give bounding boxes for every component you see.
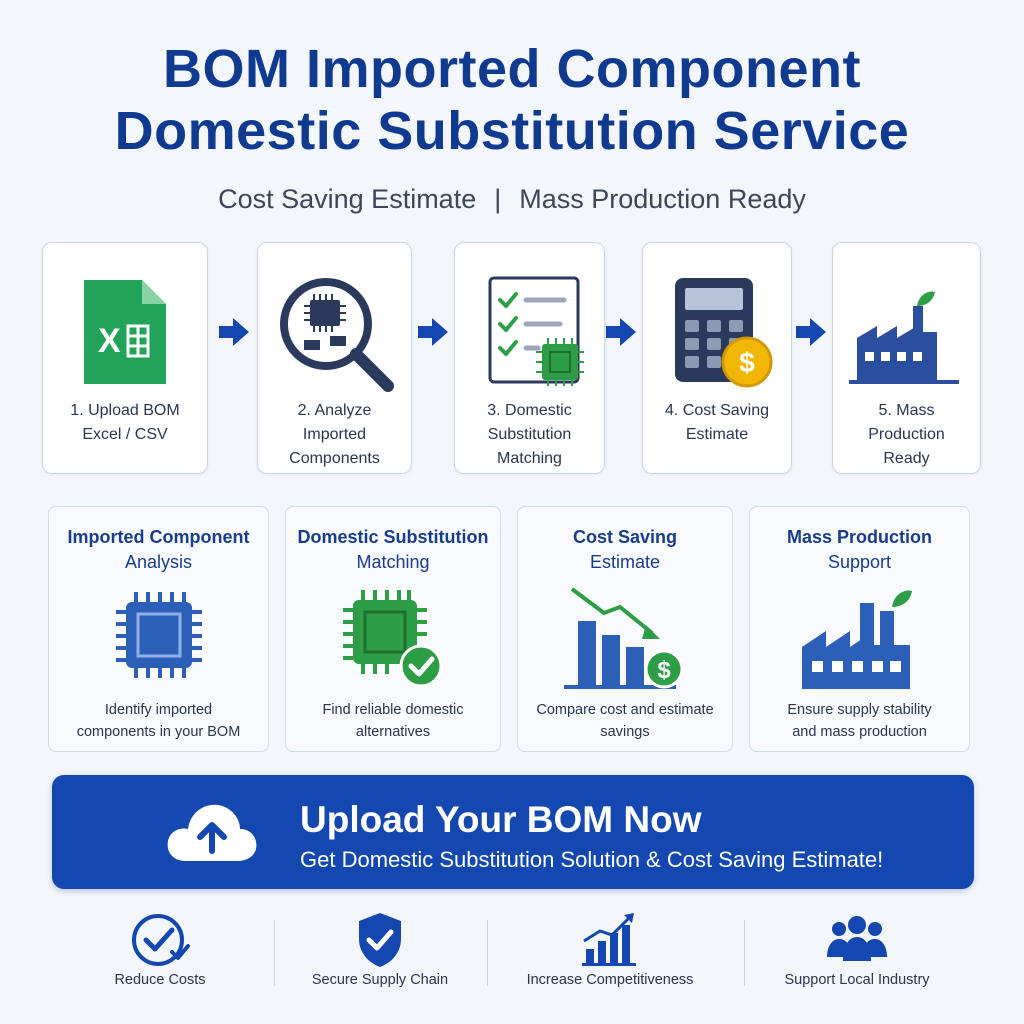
benefits-row: Reduce Costs Secure Supply Chain Increas… xyxy=(0,906,1024,1006)
benefit-label: Reduce Costs xyxy=(114,972,206,988)
feature-title: Domestic Substitution xyxy=(297,527,489,547)
cta-title: Upload Your BOM Now xyxy=(300,799,702,840)
arrow-right-icon xyxy=(219,318,249,346)
divider xyxy=(274,920,275,986)
benefit-label: Secure Supply Chain xyxy=(311,972,449,988)
feature-desc: Ensure supply stability and mass product… xyxy=(787,702,932,740)
benefit-increase-competitiveness: Increase Competitiveness xyxy=(510,906,710,1002)
subtitle-left: Cost Saving Estimate xyxy=(218,184,477,214)
page-title: BOM Imported Component Domestic Substitu… xyxy=(0,38,1024,162)
chip-check-icon xyxy=(286,585,500,695)
process-steps: X 1. Upload BOM Excel / CSV xyxy=(0,242,1024,474)
step-substitution-matching[interactable]: 3. Domestic Substitution Matching xyxy=(454,242,605,474)
people-icon xyxy=(772,910,942,970)
feature-title: Mass Production xyxy=(786,527,933,547)
feature-desc: Identify imported components in your BOM xyxy=(76,702,241,740)
benefit-reduce-costs: Reduce Costs xyxy=(80,906,240,1002)
feature-subtitle: Support xyxy=(827,552,892,572)
feature-cards: Imported Component Analysis Identify imp… xyxy=(0,506,1024,752)
upload-bom-button[interactable]: Upload Your BOM Now Get Domestic Substit… xyxy=(52,775,974,889)
feature-desc: Find reliable domestic alternatives xyxy=(322,702,464,740)
page-subtitle: Cost Saving Estimate | Mass Production Rea… xyxy=(0,184,1024,215)
step-label: 3. Domestic Substitution Matching xyxy=(487,402,572,467)
magnifier-chip-icon xyxy=(258,267,411,397)
step-mass-production[interactable]: 5. Mass Production Ready xyxy=(832,242,981,474)
shield-check-icon xyxy=(290,910,470,970)
cost-down-chart-icon: $ xyxy=(518,585,732,695)
title-line-1: BOM Imported Component xyxy=(163,39,861,99)
step-cost-saving-estimate[interactable]: $ 4. Cost Saving Estimate xyxy=(642,242,792,474)
arrow-right-icon xyxy=(606,318,636,346)
feature-card-analysis[interactable]: Imported Component Analysis Identify imp… xyxy=(48,506,269,752)
feature-card-cost-saving[interactable]: Cost Saving Estimate $ Compare cost and … xyxy=(517,506,733,752)
excel-file-icon: X xyxy=(43,267,207,397)
subtitle-separator: | xyxy=(494,184,502,214)
feature-subtitle: Matching xyxy=(356,552,430,572)
step-label: 4. Cost Saving Estimate xyxy=(664,402,770,443)
svg-text:$: $ xyxy=(657,657,671,684)
step-upload-bom[interactable]: X 1. Upload BOM Excel / CSV xyxy=(42,242,208,474)
cta-subtitle: Get Domestic Substitution Solution & Cos… xyxy=(300,847,884,872)
subtitle-right: Mass Production Ready xyxy=(519,184,806,214)
calculator-coin-icon: $ xyxy=(643,267,791,397)
feature-desc: Compare cost and estimate savings xyxy=(536,702,714,740)
step-label: 5. Mass Production Ready xyxy=(868,402,945,467)
divider xyxy=(744,920,745,986)
feature-card-matching[interactable]: Domestic Substitution Matching Find reli… xyxy=(285,506,501,752)
step-analyze-components[interactable]: 2. Analyze Imported Components xyxy=(257,242,412,474)
feature-subtitle: Estimate xyxy=(589,552,661,572)
feature-title: Cost Saving xyxy=(572,527,678,547)
chip-icon xyxy=(49,585,268,695)
cloud-upload-icon xyxy=(167,804,257,861)
step-label: 1. Upload BOM Excel / CSV xyxy=(70,402,180,443)
divider xyxy=(487,920,488,986)
benefit-label: Support Local Industry xyxy=(784,972,930,988)
factory-icon xyxy=(750,585,969,695)
feature-title: Imported Component xyxy=(67,527,250,547)
factory-icon xyxy=(833,267,980,397)
checklist-chip-icon xyxy=(455,267,604,397)
benefit-support-local-industry: Support Local Industry xyxy=(772,906,942,1002)
feature-card-mass-production[interactable]: Mass Production Support Ensure supply st… xyxy=(749,506,970,752)
arrow-right-icon xyxy=(796,318,826,346)
benefit-secure-supply-chain: Secure Supply Chain xyxy=(290,906,470,1002)
title-line-2: Domestic Substitution Service xyxy=(114,101,910,161)
growth-chart-icon xyxy=(510,910,710,970)
benefit-label: Increase Competitiveness xyxy=(526,972,694,988)
check-badge-icon xyxy=(80,910,240,970)
arrow-right-icon xyxy=(418,318,448,346)
feature-subtitle: Analysis xyxy=(124,552,193,572)
svg-text:X: X xyxy=(98,322,121,360)
svg-text:$: $ xyxy=(739,347,755,378)
step-label: 2. Analyze Imported Components xyxy=(289,402,380,467)
